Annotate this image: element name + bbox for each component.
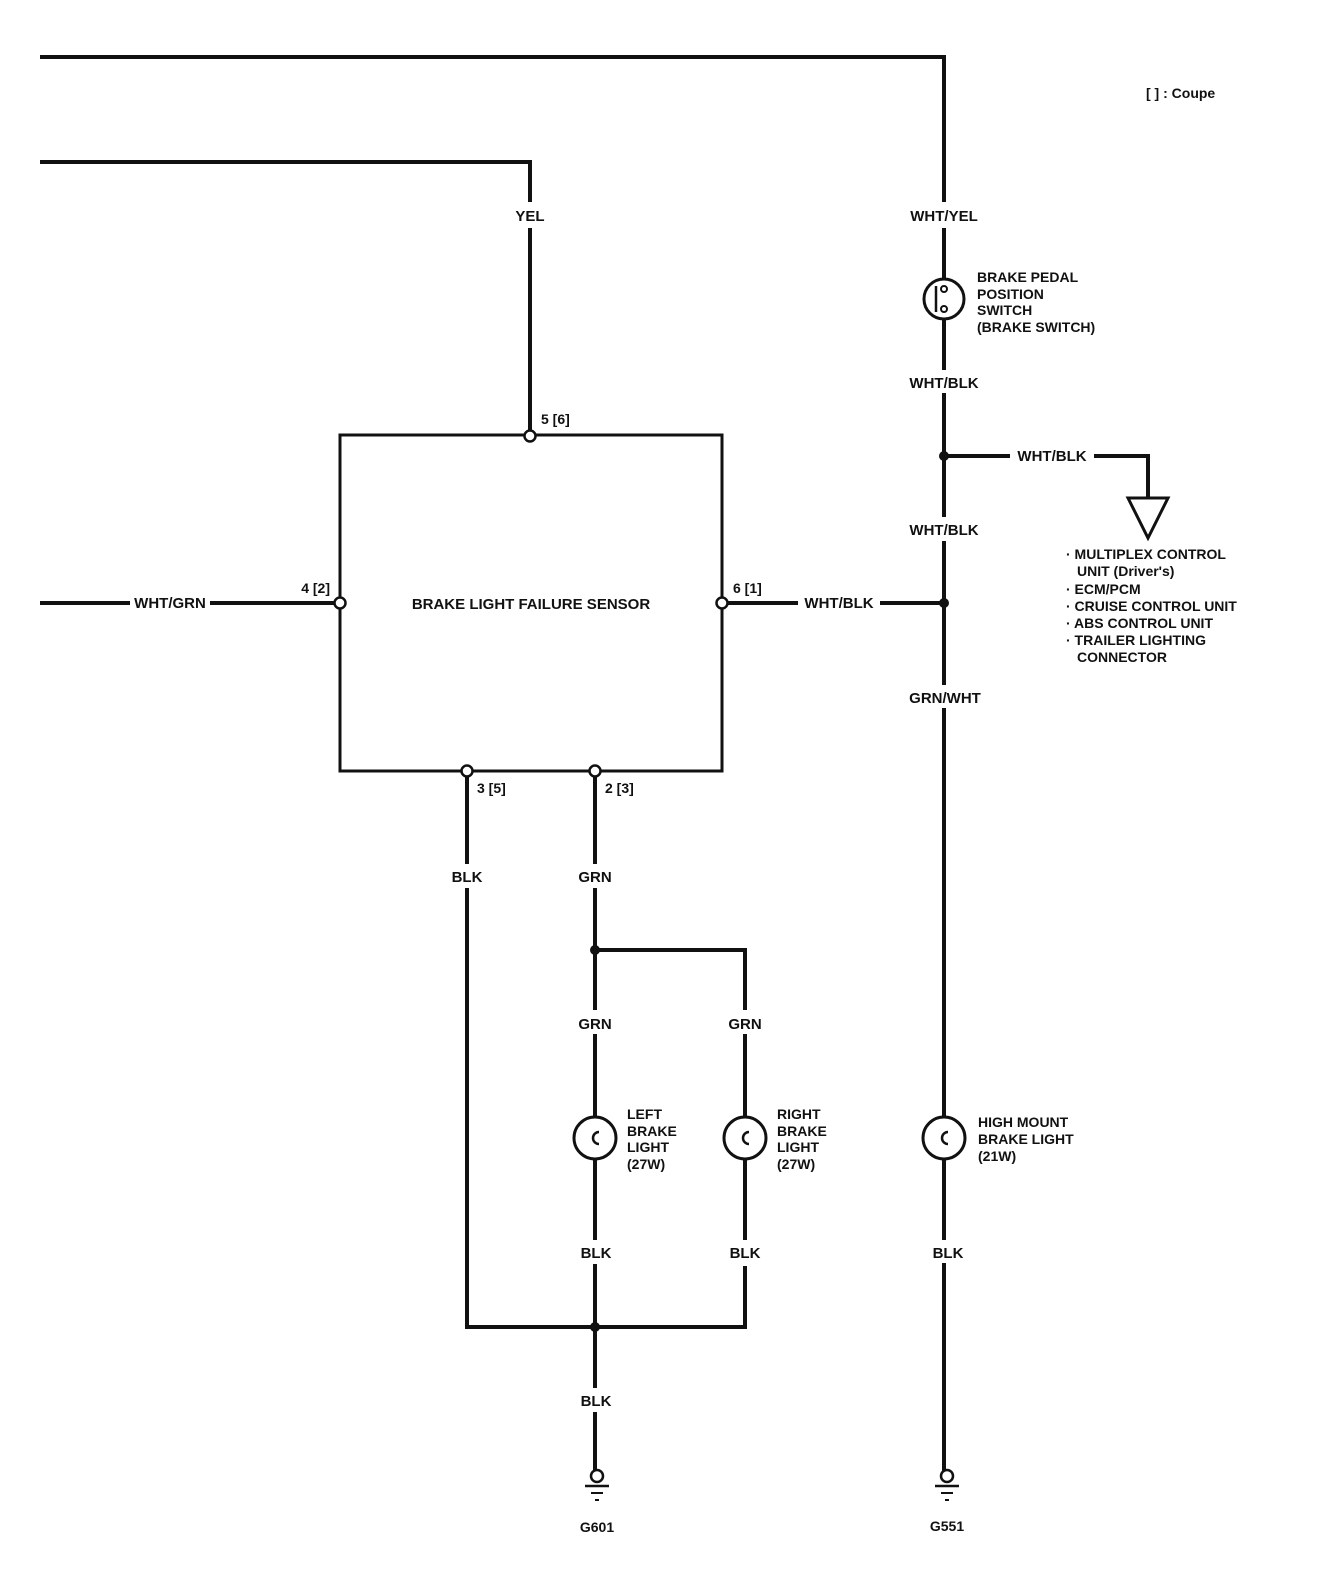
destination-item: · ABS CONTROL UNIT [1066,615,1213,631]
wire-grn-right-branch [593,948,747,1010]
right-light-label-line4: (27W) [777,1156,815,1172]
wire-label-grn-wht: GRN/WHT [909,690,981,707]
pin-left [333,596,347,610]
destination-item: · ECM/PCM [1066,581,1141,597]
switch-label-line4: (BRAKE SWITCH) [977,319,1095,335]
sensor-name: BRAKE LIGHT FAILURE SENSOR [412,596,651,613]
pin-right [715,596,729,610]
switch-label-line3: SWITCH [977,302,1032,318]
wire-label-wht-grn: WHT/GRN [134,595,206,612]
right-brake-light-icon [722,1115,768,1161]
high-light-label-line2: BRAKE LIGHT [978,1131,1074,1147]
left-light-label-line1: LEFT [627,1106,662,1122]
pin-label-left: 4 [2] [301,580,330,596]
legend-coupe: [ ] : Coupe [1146,85,1215,101]
destination-item: · TRAILER LIGHTING [1066,632,1206,648]
wire-label-blk-high: BLK [933,1245,964,1262]
pin-bottom-left [460,764,474,778]
high-light-label-line3: (21W) [978,1148,1016,1164]
destination-item: UNIT (Driver's) [1077,563,1174,579]
junction-dot [590,945,600,955]
wire-label-wht-blk-2: WHT/BLK [909,522,978,539]
bulb-filament [741,1130,750,1146]
junction-dot [939,598,949,608]
brake-switch-contact [940,285,948,293]
left-light-label-line4: (27W) [627,1156,665,1172]
left-brake-light-icon [572,1115,618,1161]
right-light-label-line2: BRAKE [777,1123,827,1139]
wire-label-grn-left: GRN [578,1016,611,1033]
ground-label-g601: G601 [580,1519,614,1535]
wire-blk-sensor-lower [465,888,747,1329]
brake-switch-contact [940,305,948,313]
wire-label-grn-sensor: GRN [578,869,611,886]
wire-branch-b [1094,454,1150,500]
pin-top [523,429,537,443]
switch-label-line2: POSITION [977,286,1044,302]
wire-label-yel: YEL [515,208,544,225]
pin-label-bottom-left: 3 [5] [477,780,506,796]
bulb-filament [591,1130,600,1146]
brake-switch-icon [922,277,966,321]
wire-label-blk-right: BLK [730,1245,761,1262]
ground-label-g551: G551 [930,1518,964,1534]
pin-label-bottom-right: 2 [3] [605,780,634,796]
switch-label-line1: BRAKE PEDAL [977,269,1079,285]
pin-label-right: 6 [1] [733,580,762,596]
right-light-label-line1: RIGHT [777,1106,821,1122]
ground-g551-icon [935,1468,959,1501]
bulb-filament [940,1130,949,1146]
destination-item: CONNECTOR [1077,649,1167,665]
pin-label-top: 5 [6] [541,411,570,427]
wire-label-blk-left: BLK [581,1245,612,1262]
wire-label-blk-ground: BLK [581,1393,612,1410]
destination-arrow-icon [1125,496,1171,542]
right-light-label-line3: LIGHT [777,1139,819,1155]
wire-label-grn-right: GRN [728,1016,761,1033]
wire-label-wht-blk: WHT/BLK [909,375,978,392]
wire-yel-top [40,160,532,202]
destination-item: · MULTIPLEX CONTROL [1066,546,1226,562]
left-light-label-line2: BRAKE [627,1123,677,1139]
wire-label-wht-blk-3: WHT/BLK [804,595,873,612]
ground-g601-icon [585,1468,609,1501]
wire-wht-yel-top [40,55,946,202]
pin-bottom-right [588,764,602,778]
high-light-label-line1: HIGH MOUNT [978,1114,1069,1130]
wire-label-wht-yel: WHT/YEL [910,208,978,225]
wire-label-wht-blk-branch: WHT/BLK [1017,448,1086,465]
destination-item: · CRUISE CONTROL UNIT [1066,598,1237,614]
junction-dot [939,451,949,461]
high-mount-brake-light-icon [921,1115,967,1161]
wire-label-blk-sensor: BLK [452,869,483,886]
left-light-label-line3: LIGHT [627,1139,669,1155]
